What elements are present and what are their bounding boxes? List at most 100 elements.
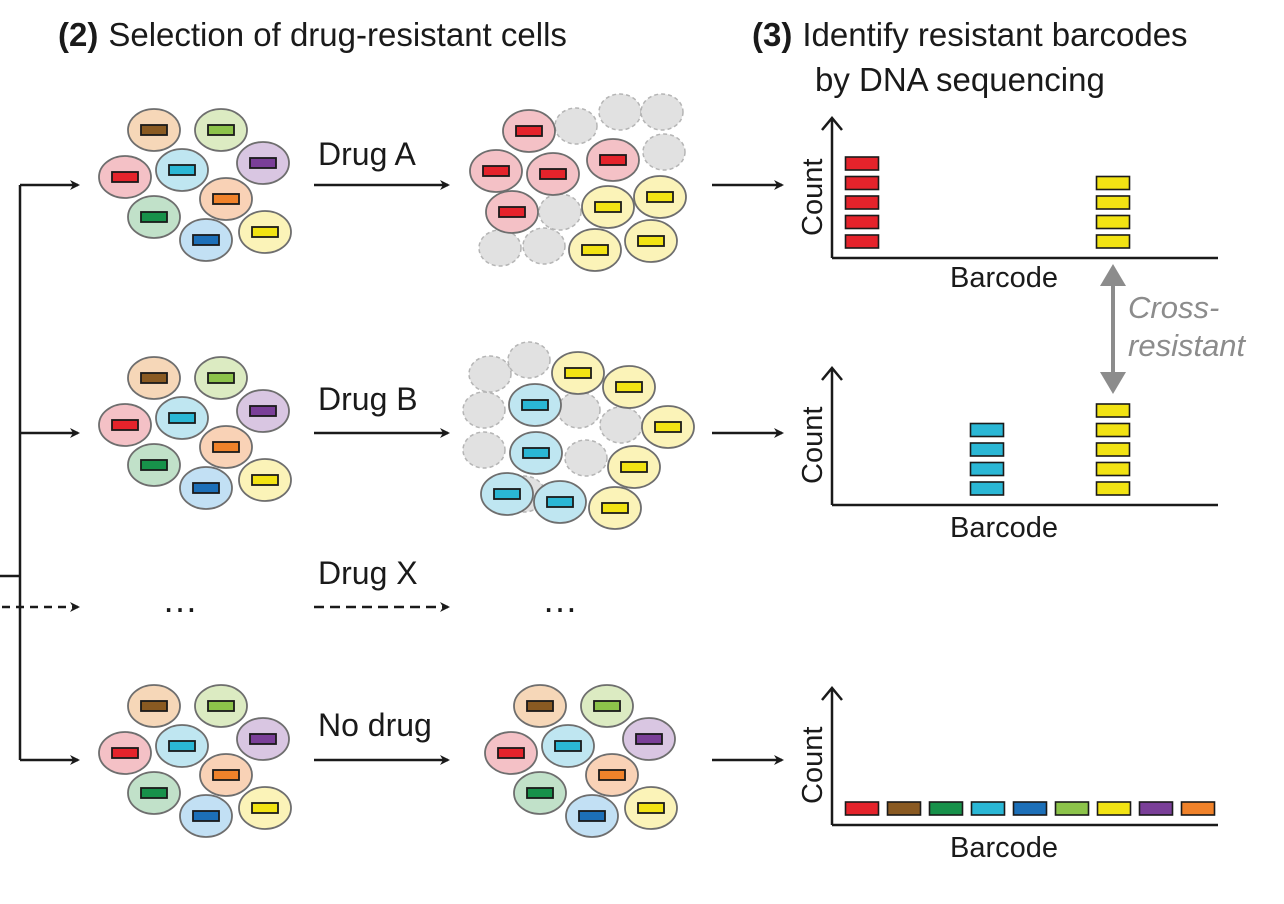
drug-a-survivors (469, 93, 687, 272)
plot2-y-label: Count (797, 407, 829, 484)
bar-segment (844, 156, 880, 171)
bar-purple (1138, 801, 1174, 816)
surviving-cell-red (502, 109, 556, 153)
bar-cyan (970, 801, 1006, 816)
drug-a-label: Drug A (318, 136, 416, 172)
cell-purple (622, 717, 676, 761)
cell-green (513, 771, 567, 815)
surviving-cell-yellow (581, 185, 635, 229)
step3-text-line2: by DNA sequencing (815, 61, 1105, 98)
plot3-y-label: Count (797, 727, 829, 804)
cell-cyan (155, 396, 209, 440)
bar-segment (844, 801, 880, 816)
bar-segment (1096, 801, 1132, 816)
plot-2-bars (969, 403, 1131, 496)
surviving-cell-red (586, 138, 640, 182)
cell-orange (199, 177, 253, 221)
bar-segment (844, 195, 880, 210)
bar-segment (1095, 195, 1131, 210)
cell-yellow (238, 210, 292, 254)
bar-segment (1095, 234, 1131, 249)
bar-brown (886, 801, 922, 816)
dead-cell (599, 406, 643, 444)
cell-brown (127, 108, 181, 152)
dead-cell (522, 227, 566, 265)
cell-cyan (155, 148, 209, 192)
cell-purple (236, 717, 290, 761)
dead-cell (507, 341, 551, 379)
surviving-cell-yellow (607, 445, 661, 489)
bar-red (844, 801, 880, 816)
surviving-cell-yellow (602, 365, 656, 409)
cell-purple (236, 389, 290, 433)
plot3-x-label: Barcode (950, 832, 1058, 864)
bar-segment (970, 801, 1006, 816)
dead-cell (598, 93, 642, 131)
bar-yellow (1095, 175, 1131, 249)
no-drug-label: No drug (318, 707, 432, 743)
bar-red (844, 156, 880, 249)
cell-brown (127, 356, 181, 400)
dead-cell (538, 193, 582, 231)
cell-lightgreen (580, 684, 634, 728)
bar-segment (1095, 214, 1131, 230)
surviving-cell-cyan (533, 480, 587, 524)
cell-blue (565, 794, 619, 838)
initial-population-none (98, 684, 292, 838)
bar-segment (1054, 801, 1090, 816)
surviving-cell-yellow (641, 405, 695, 449)
cell-orange (585, 753, 639, 797)
bar-lightgreen (1054, 801, 1090, 816)
plot-axes (821, 116, 1218, 827)
dead-cell (462, 431, 506, 469)
initial-population-a (98, 108, 292, 262)
bar-segment (1095, 442, 1131, 457)
cell-blue (179, 466, 233, 510)
dead-cell (557, 391, 601, 429)
dead-cell (468, 355, 512, 393)
plot2-x-label: Barcode (950, 512, 1058, 544)
cell-brown (513, 684, 567, 728)
step2-heading: (2)Selection of drug-resistant cells (58, 16, 567, 53)
cell-green (127, 443, 181, 487)
cell-cyan (155, 724, 209, 768)
bar-segment (1138, 801, 1174, 816)
initial-population-b (98, 356, 292, 510)
cell-orange (199, 753, 253, 797)
plot1-x-label: Barcode (950, 262, 1058, 294)
bar-segment (969, 481, 1005, 496)
bar-segment (886, 801, 922, 816)
cell-green (127, 195, 181, 239)
step3-text-line1: Identify resistant barcodes (802, 16, 1187, 53)
sequencing-arrows (712, 180, 784, 765)
cell-cyan (541, 724, 595, 768)
surviving-cell-red (526, 152, 580, 196)
bar-orange (1180, 801, 1216, 816)
bar-segment (844, 214, 880, 230)
bar-segment (844, 175, 880, 191)
bar-blue (1012, 801, 1048, 816)
surviving-cell-yellow (633, 175, 687, 219)
surviving-cell-cyan (509, 431, 563, 475)
bar-yellow (1095, 403, 1131, 496)
drug-b-survivors (462, 341, 695, 530)
dead-cell (554, 107, 598, 145)
surviving-cell-yellow (624, 219, 678, 263)
branch-lines (0, 180, 80, 765)
bar-segment (928, 801, 964, 816)
surviving-cell-cyan (508, 383, 562, 427)
step3-number: (3) (752, 16, 792, 53)
plot-3-bars (844, 801, 1216, 816)
bar-segment (1095, 481, 1131, 496)
bar-segment (969, 442, 1005, 457)
cell-red (98, 155, 152, 199)
cell-yellow (238, 458, 292, 502)
dead-cell (564, 439, 608, 477)
cell-brown (127, 684, 181, 728)
drug-b-label: Drug B (318, 381, 418, 417)
cross-resistant-line1: Cross- (1128, 290, 1219, 325)
drug-arrows (314, 180, 450, 765)
dead-cell (642, 133, 686, 171)
cell-red (98, 403, 152, 447)
